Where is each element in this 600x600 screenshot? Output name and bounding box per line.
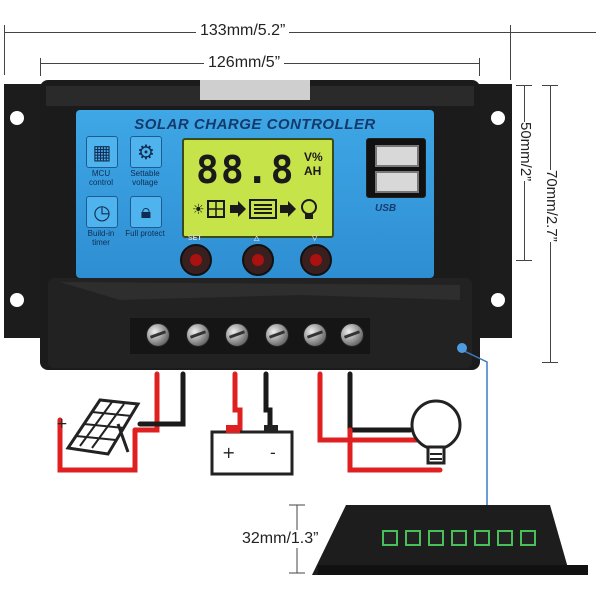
- overall-width-left-tick: [4, 25, 5, 75]
- lcd-units: V% AH: [304, 150, 323, 178]
- overall-width-line: [4, 32, 596, 33]
- gear-icon: ⚙: [130, 136, 162, 168]
- inner-width-left-tick: [40, 58, 41, 76]
- mcu-label: MCU control: [88, 169, 113, 187]
- lcd-digits: 88.8: [196, 148, 296, 192]
- terminal-screw-4: [265, 323, 289, 347]
- timer-label: Build-in timer: [87, 229, 115, 247]
- inner-width-right-tick: [479, 58, 480, 76]
- panel-title: SOLAR CHARGE CONTROLLER: [134, 116, 376, 133]
- overall-width-label: 133mm/5.2”: [196, 22, 290, 40]
- usb-port-2: [375, 171, 419, 193]
- side-terminal-7: [520, 530, 536, 546]
- side-terminal-4: [451, 530, 467, 546]
- usb-ports: [366, 138, 426, 198]
- lcd-unit-bottom: AH: [304, 164, 322, 178]
- clock-icon: ◷: [86, 196, 118, 228]
- lcd-flow-icons: ☀: [192, 199, 317, 219]
- up-button[interactable]: [242, 244, 274, 276]
- panel-height-top-tick: [516, 85, 532, 86]
- settable-label: Settable voltage: [130, 169, 160, 187]
- terminal-screw-1: [146, 323, 170, 347]
- side-terminal-6: [497, 530, 513, 546]
- depth-label: 32mm/1.3”: [238, 530, 323, 548]
- side-terminal-1: [382, 530, 398, 546]
- button-label-up: △: [254, 235, 260, 242]
- terminal-screw-5: [303, 323, 327, 347]
- overall-width-right-tick: [510, 25, 511, 80]
- side-terminal-5: [474, 530, 490, 546]
- usb-label: USB: [375, 203, 397, 214]
- lcd-display: 88.8 V% AH ☀: [182, 138, 334, 238]
- terminal-screw-6: [340, 323, 364, 347]
- button-label-down: ▽: [312, 235, 318, 242]
- terminal-screw-3: [225, 323, 249, 347]
- overall-height-top-tick: [542, 85, 558, 86]
- lock-icon: 🔒︎: [130, 196, 162, 228]
- side-terminal-3: [428, 530, 444, 546]
- usb-port-1: [375, 145, 419, 167]
- down-button[interactable]: [300, 244, 332, 276]
- lcd-unit-top: V%: [304, 150, 323, 164]
- svg-text:☀: ☀: [192, 202, 205, 218]
- panel-height-bottom-tick: [516, 260, 532, 261]
- terminal-screw-2: [186, 323, 210, 347]
- side-terminal-2: [405, 530, 421, 546]
- chip-icon: ▦: [86, 136, 118, 168]
- button-label-set: SET: [188, 235, 202, 242]
- protect-label: Full protect: [125, 229, 165, 238]
- set-button[interactable]: [180, 244, 212, 276]
- inner-width-label: 126mm/5”: [204, 54, 285, 72]
- overall-height-bottom-tick: [542, 362, 558, 363]
